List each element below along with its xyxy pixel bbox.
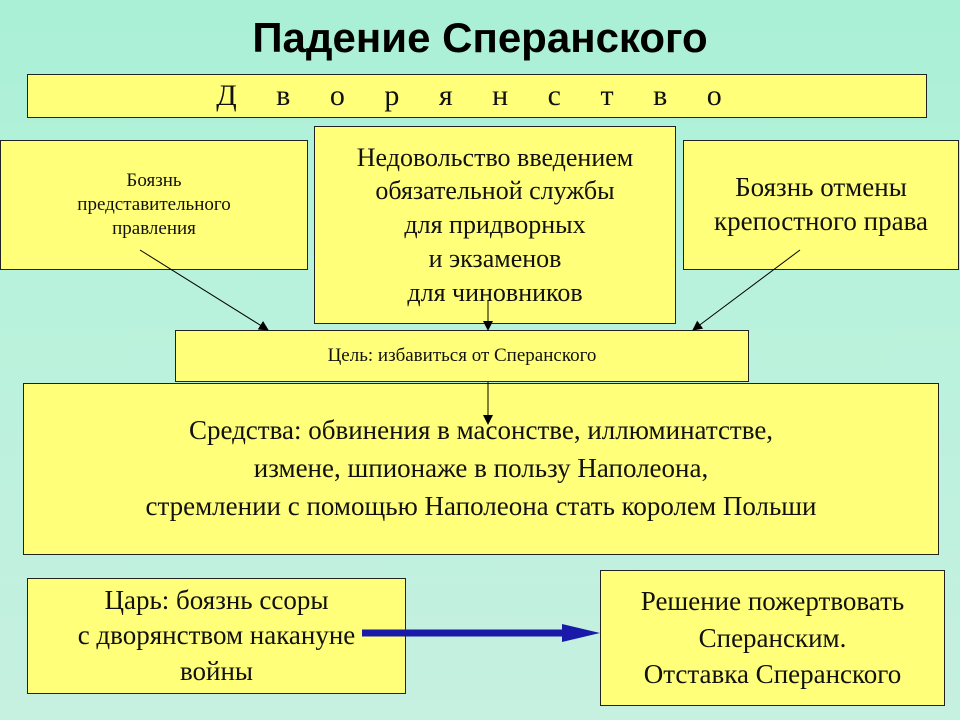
decision-box: Решение пожертвовать Сперанским. Отставк…	[600, 570, 945, 706]
fear-serfdom-box: Боязнь отмены крепостного права	[683, 140, 959, 270]
tsar-box: Царь: боязнь ссоры с дворянством наканун…	[27, 578, 406, 694]
fear-representative-text: Боязнь представительного правления	[77, 170, 231, 239]
discontent-text: Недовольство введением обязательной служ…	[356, 142, 634, 307]
fear-serfdom-text: Боязнь отмены крепостного права	[714, 172, 928, 236]
decision-text: Решение пожертвовать Сперанским. Отставк…	[640, 586, 905, 690]
nobility-box: Д в о р я н с т в о	[27, 74, 927, 118]
discontent-box: Недовольство введением обязательной служ…	[314, 126, 676, 324]
fear-representative-box: Боязнь представительного правления	[0, 140, 308, 270]
means-box: Средства: обвинения в масонстве, иллюмин…	[23, 383, 939, 555]
nobility-label: Д в о р я н с т в о	[216, 79, 738, 113]
page-title: Падение Сперанского	[252, 14, 708, 61]
tsar-text: Царь: боязнь ссоры с дворянством наканун…	[77, 584, 356, 686]
goal-box: Цель: избавиться от Сперанского	[175, 330, 749, 382]
goal-text: Цель: избавиться от Сперанского	[327, 345, 597, 367]
means-text: Средства: обвинения в масонстве, иллюмин…	[145, 415, 817, 521]
